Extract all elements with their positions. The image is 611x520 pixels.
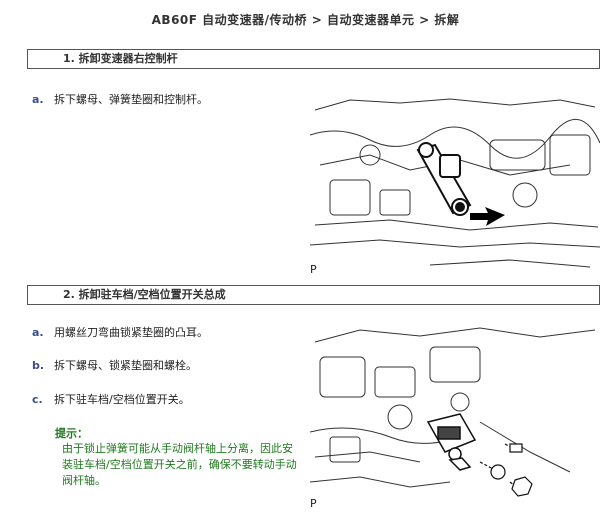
step-mark: a. (32, 326, 44, 339)
section-2-step-a: a. 用螺丝刀弯曲锁紧垫圈的凸耳。 (32, 324, 208, 340)
figure-1-label: P (310, 263, 317, 276)
step-text: 用螺丝刀弯曲锁紧垫圈的凸耳。 (54, 326, 208, 339)
step-mark: c. (32, 393, 43, 406)
step-mark: a. (32, 93, 44, 106)
arrow-indicator-icon (470, 207, 505, 226)
section-1-step-a: a. 拆下螺母、弹簧垫圈和控制杆。 (32, 91, 208, 107)
step-text: 拆下螺母、锁紧垫圈和螺栓。 (54, 359, 197, 372)
section-1-header: 1. 拆卸变速器右控制杆 (27, 49, 600, 69)
step-text: 拆下驻车档/空档位置开关。 (54, 393, 190, 406)
section-2-step-b: b. 拆下螺母、锁紧垫圈和螺栓。 (32, 357, 197, 373)
section-2-step-c: c. 拆下驻车档/空档位置开关。 (32, 391, 190, 407)
control-lever-illustration (310, 98, 600, 268)
figure-2-label: P (310, 497, 317, 510)
hint-title: 提示： (55, 427, 88, 440)
section-2-header: 2. 拆卸驻车档/空档位置开关总成 (27, 285, 600, 305)
position-switch-illustration (310, 327, 596, 497)
breadcrumb: AB60F 自动变速器/传动桥 > 自动变速器单元 > 拆解 (151, 13, 460, 27)
step-mark: b. (32, 359, 45, 372)
hint-body: 由于锁止弹簧可能从手动阀杆轴上分离，因此安装驻车档/空档位置开关之前，确保不要转… (62, 442, 297, 487)
step-text: 拆下螺母、弹簧垫圈和控制杆。 (54, 93, 208, 106)
